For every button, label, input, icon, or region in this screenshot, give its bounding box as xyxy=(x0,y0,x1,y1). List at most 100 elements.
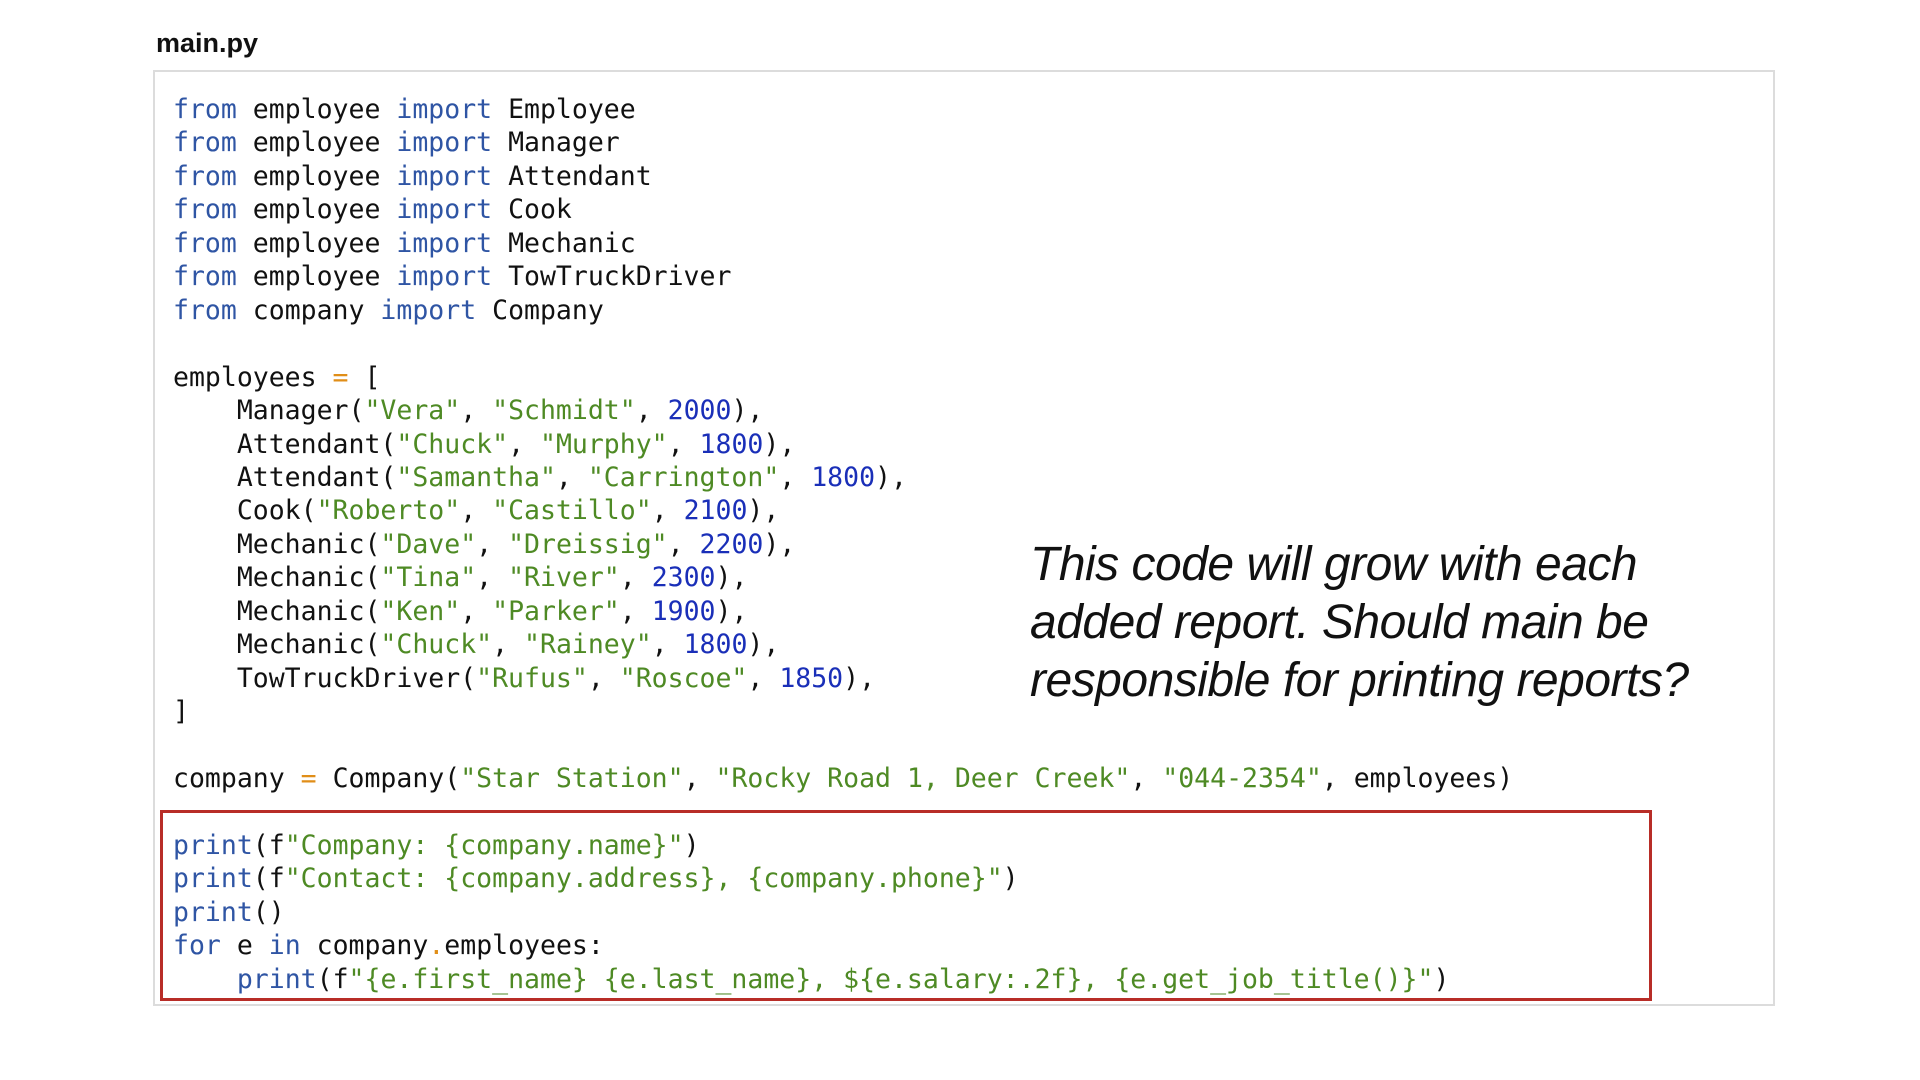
code-token-text: (f xyxy=(252,829,285,861)
code-token-text: ), xyxy=(747,629,780,661)
code-token-text: , xyxy=(476,562,509,594)
code-token-keyword: from xyxy=(173,160,237,192)
code-token-text: Company xyxy=(476,294,604,326)
code-token-text: , xyxy=(779,461,812,493)
code-token-text: Manager( xyxy=(173,395,365,427)
code-token-text: (f xyxy=(316,963,349,995)
code-token-text: ) xyxy=(683,829,700,861)
code-token-text: , xyxy=(651,495,684,527)
code-token-string: "Company: {company.name}" xyxy=(284,829,684,861)
code-token-string: "Rocky Road 1, Deer Creek" xyxy=(715,763,1131,794)
code-token-number: 1850 xyxy=(779,662,844,694)
code-token-keyword: import xyxy=(380,294,477,326)
code-token-string: "Tina" xyxy=(380,562,477,594)
code-token-text: Attendant( xyxy=(173,428,397,460)
code-token-keyword: print xyxy=(173,863,253,895)
code-token-string: "Rufus" xyxy=(476,662,588,694)
code-token-keyword: print xyxy=(236,963,317,995)
code-editor-box xyxy=(153,70,1775,1006)
code-token-text: ), xyxy=(715,562,748,594)
code-token-text: , xyxy=(1130,763,1163,794)
code-token-text: , xyxy=(555,461,588,493)
code-token-string: "Rainey" xyxy=(524,629,652,661)
code-token-text: , xyxy=(460,595,493,627)
code-token-text: e xyxy=(220,930,269,962)
code-line: Attendant("Samantha", "Carrington", 1800… xyxy=(173,461,907,494)
code-token-string: "Roscoe" xyxy=(619,662,748,694)
code-token-number: 1900 xyxy=(651,595,716,627)
code-token-string: "Contact: {company.address}, {company.ph… xyxy=(284,863,1003,895)
code-token-text: employee xyxy=(236,261,397,293)
code-token-text: Mechanic( xyxy=(173,528,381,560)
code-token-text: , xyxy=(747,662,780,694)
code-line: print() xyxy=(173,896,285,929)
code-token-text: company xyxy=(236,294,381,326)
code-token-text: ), xyxy=(843,662,876,694)
code-token-string: "Roberto" xyxy=(316,495,461,527)
code-token-keyword: print xyxy=(173,896,253,928)
code-line: Mechanic("Dave", "Dreissig", 2200), xyxy=(173,528,795,561)
code-line: Mechanic("Tina", "River", 2300), xyxy=(173,561,748,594)
code-token-text: Mechanic( xyxy=(173,595,381,627)
code-token-text: ), xyxy=(763,528,796,560)
code-token-text: ), xyxy=(875,461,907,493)
code-token-string: "Ken" xyxy=(380,595,461,627)
code-line: ] xyxy=(173,695,189,728)
code-token-text: Mechanic( xyxy=(173,562,381,594)
code-token-text: Cook( xyxy=(173,495,317,527)
annotation-text: This code will grow with each added repo… xyxy=(1030,538,1689,707)
code-token-text: Manager xyxy=(492,127,620,159)
code-token-number: 1800 xyxy=(811,461,876,493)
code-token-number: 2100 xyxy=(683,495,748,527)
code-token-keyword: import xyxy=(396,227,493,259)
code-token-text: ), xyxy=(763,428,796,460)
code-line: Cook("Roberto", "Castillo", 2100), xyxy=(173,494,780,527)
code-token-text: Mechanic xyxy=(492,227,636,259)
code-token-text: company xyxy=(300,930,429,962)
code-line: from employee import Manager xyxy=(173,126,620,159)
code-token-string: "{e.first_name} {e.last_name}, ${e.salar… xyxy=(348,963,1434,995)
code-token-text: , xyxy=(619,595,652,627)
code-line: from company import Company xyxy=(173,294,604,327)
code-line: from employee import Cook xyxy=(173,193,572,226)
code-token-keyword: import xyxy=(396,194,493,226)
code-line: print(f"Contact: {company.address}, {com… xyxy=(173,862,1019,895)
code-token-text: , xyxy=(492,629,525,661)
code-token-text: [ xyxy=(348,361,381,393)
code-token-string: "Star Station" xyxy=(460,763,684,794)
code-token-text: , xyxy=(651,629,684,661)
code-token-keyword: import xyxy=(396,160,493,192)
code-token-number: 1800 xyxy=(699,428,764,460)
code-token-text: TowTruckDriver xyxy=(492,261,732,293)
code-token-text: company xyxy=(173,763,301,794)
code-token-keyword: import xyxy=(396,127,493,159)
code-token-string: "Schmidt" xyxy=(492,395,636,427)
code-token-keyword: print xyxy=(173,829,253,861)
code-token-text: employee xyxy=(236,127,397,159)
code-token-text: , xyxy=(460,395,493,427)
code-token-keyword: for xyxy=(173,930,221,962)
code-token-keyword: from xyxy=(173,294,237,326)
code-line: Mechanic("Chuck", "Rainey", 1800), xyxy=(173,628,780,661)
code-token-keyword: from xyxy=(173,227,237,259)
code-token-string: "044-2354" xyxy=(1162,763,1322,794)
code-token-keyword: from xyxy=(173,94,237,125)
code-token-text: employee xyxy=(236,227,397,259)
code-token-text: ) xyxy=(1002,863,1019,895)
code-token-string: "Chuck" xyxy=(380,629,493,661)
code-token-keyword: import xyxy=(396,94,493,125)
code-line: for e in company.employees: xyxy=(173,929,604,962)
code-token-text: TowTruckDriver( xyxy=(173,662,477,694)
code-token-text: , xyxy=(619,562,652,594)
code-token-text: employee xyxy=(236,194,397,226)
code-line: Mechanic("Ken", "Parker", 1900), xyxy=(173,595,748,628)
code-token-text: ), xyxy=(715,595,748,627)
code-token-operator: = xyxy=(332,361,349,393)
code-token-string: "Dave" xyxy=(380,528,477,560)
code-token-keyword: from xyxy=(173,261,237,293)
code-token-text: , xyxy=(587,662,620,694)
code-token-keyword: from xyxy=(173,127,237,159)
code-token-text: , xyxy=(667,528,700,560)
code-token-number: 2200 xyxy=(699,528,764,560)
code-line: from employee import Attendant xyxy=(173,160,652,193)
